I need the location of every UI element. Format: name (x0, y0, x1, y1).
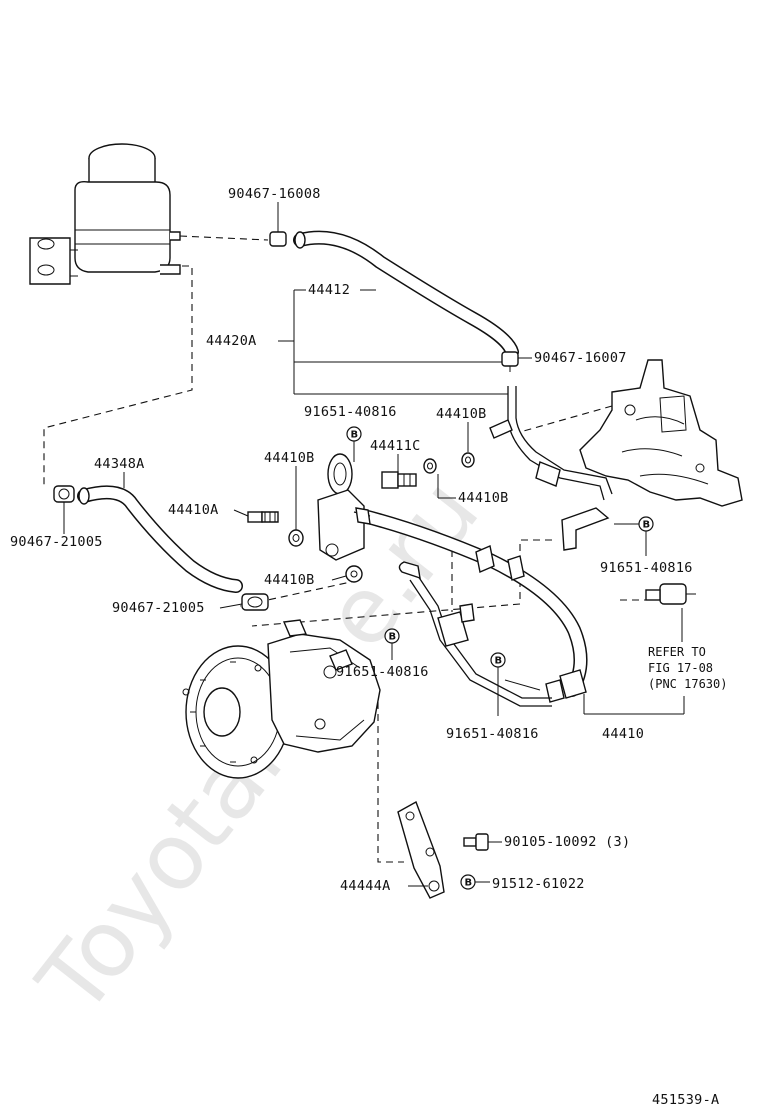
svg-text:B: B (643, 520, 651, 531)
union-44410a[interactable] (247, 511, 279, 523)
svg-text:B: B (465, 878, 473, 889)
label-bolt-c[interactable]: 91651-40816 (336, 664, 429, 680)
label-gasket-low[interactable]: 44410B (264, 572, 315, 588)
label-bolt-91512[interactable]: 91512-61022 (492, 876, 585, 892)
label-bolt-90105[interactable]: 90105-10092 (3) (504, 834, 630, 850)
label-bracket[interactable]: 44444A (340, 878, 391, 894)
label-pipe-assy[interactable]: 44420A (206, 333, 257, 349)
label-refer-1[interactable]: REFER TO (648, 645, 706, 659)
svg-text:B: B (389, 632, 397, 643)
label-bolt-a[interactable]: 91651-40816 (304, 404, 397, 420)
union-bolt-44411c[interactable] (381, 471, 417, 489)
label-union-44410a[interactable]: 44410A (168, 502, 219, 518)
pressure-switch[interactable] (645, 583, 696, 605)
gasket-washers[interactable] (288, 452, 475, 583)
return-pipe[interactable] (489, 386, 613, 501)
label-hose-clamp-top[interactable]: 90467-16008 (228, 186, 321, 202)
steering-gear-housing[interactable] (579, 359, 743, 507)
figure-id: 451539-A (652, 1092, 719, 1108)
hose-clamp-right[interactable] (501, 351, 519, 372)
reservoir-tank[interactable] (29, 143, 181, 285)
label-gasket-left[interactable]: 44410B (264, 450, 315, 466)
vane-pump[interactable] (182, 619, 381, 779)
svg-text:B: B (351, 430, 359, 441)
bolt-90105[interactable] (463, 833, 489, 851)
gear-bracket[interactable] (561, 507, 610, 551)
label-hose-clamp-right[interactable]: 90467-16007 (534, 350, 627, 366)
hose-44348a[interactable] (77, 485, 243, 593)
hose-clamp-left[interactable] (53, 485, 75, 503)
label-clamp-left[interactable]: 90467-21005 (10, 534, 103, 550)
union-bracket[interactable] (317, 453, 371, 561)
hose-clamp-top[interactable] (269, 226, 287, 247)
label-bolt-b[interactable]: 91651-40816 (600, 560, 693, 576)
hose-clamp-left-2[interactable] (241, 593, 269, 611)
label-refer-2[interactable]: FIG 17-08 (648, 661, 713, 675)
label-gasket-right[interactable]: 44410B (458, 490, 509, 506)
label-refer-3[interactable]: (PNC 17630) (648, 677, 727, 691)
label-union-bolt[interactable]: 44411C (370, 438, 421, 454)
pressure-hose-44410[interactable] (353, 508, 588, 707)
bracket-44444a[interactable] (397, 800, 445, 899)
label-hose-44412[interactable]: 44412 (308, 282, 350, 298)
part-labels: 90467-16008 44412 44420A 90467-16007 916… (10, 186, 727, 1108)
svg-text:B: B (495, 656, 503, 667)
hose-44412[interactable] (293, 230, 519, 359)
label-pressure-hose[interactable]: 44410 (602, 726, 644, 742)
label-hose-44348a[interactable]: 44348A (94, 456, 145, 472)
label-clamp-left2[interactable]: 90467-21005 (112, 600, 205, 616)
label-gasket-top[interactable]: 44410B (436, 406, 487, 422)
label-bolt-d[interactable]: 91651-40816 (446, 726, 539, 742)
